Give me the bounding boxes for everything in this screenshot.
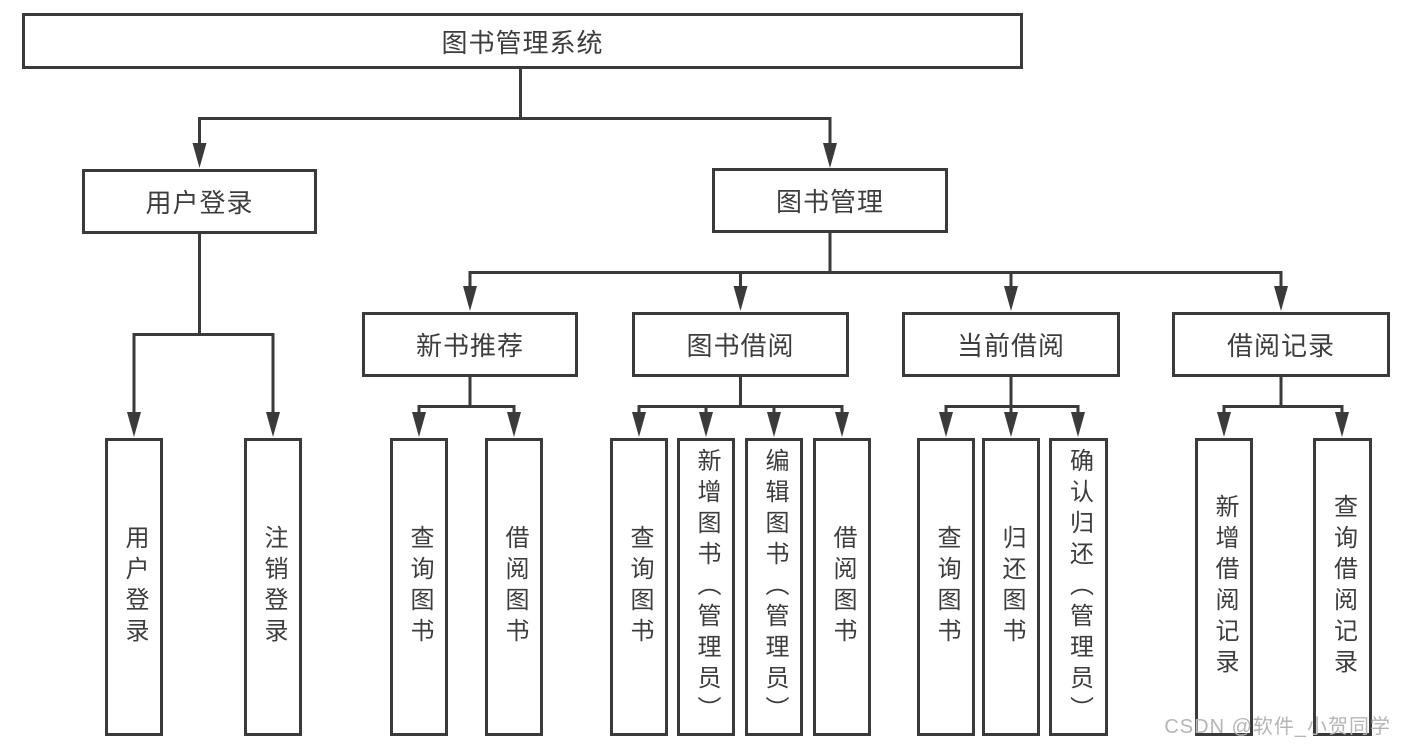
node-user-login-leaf: 用户登录 — [105, 438, 163, 736]
node-new-book-recommend: 新书推荐 — [362, 312, 578, 377]
node-book-management: 图书管理 — [712, 168, 948, 233]
node-add-book-admin: 新增图书（管理员） — [677, 438, 735, 736]
node-confirm-return-admin: 确认归还（管理员） — [1049, 438, 1108, 736]
node-return-book: 归还图书 — [982, 438, 1040, 736]
node-borrow-records: 借阅记录 — [1172, 312, 1390, 377]
node-book-borrow: 图书借阅 — [632, 312, 849, 377]
node-edit-book-admin: 编辑图书（管理员） — [745, 438, 803, 736]
node-borrow-books-recommend: 借阅图书 — [485, 438, 543, 736]
node-root: 图书管理系统 — [22, 13, 1023, 69]
node-user-login: 用户登录 — [82, 169, 317, 234]
node-borrow-books-leaf: 借阅图书 — [813, 438, 871, 736]
node-logout: 注销登录 — [244, 438, 302, 736]
node-query-borrow-record: 查询借阅记录 — [1313, 438, 1372, 736]
watermark: CSDN @软件_小贺同学 — [1164, 716, 1391, 738]
node-current-borrow: 当前借阅 — [902, 312, 1120, 377]
node-add-borrow-record: 新增借阅记录 — [1195, 438, 1253, 736]
node-query-books-current: 查询图书 — [917, 438, 975, 736]
node-query-books-borrow: 查询图书 — [610, 438, 668, 736]
node-query-books-recommend: 查询图书 — [390, 438, 448, 736]
